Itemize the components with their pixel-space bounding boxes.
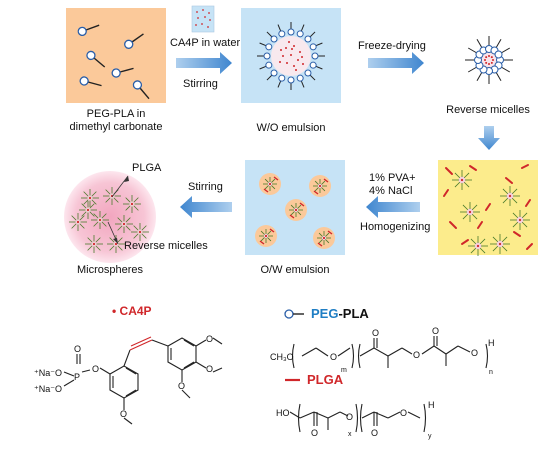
peg-pla-solution-box: [66, 8, 166, 103]
arrow-stirring: [176, 52, 232, 74]
svg-text:O: O: [311, 428, 318, 438]
svg-text:O: O: [206, 364, 213, 374]
homogenizing-label: Homogenizing: [360, 221, 431, 233]
arrow-stirring-2: [180, 196, 232, 218]
svg-text:O: O: [371, 428, 378, 438]
svg-text:O: O: [330, 352, 337, 362]
ca4p-legend: • CA4P: [112, 304, 152, 318]
svg-text:O: O: [178, 381, 185, 391]
svg-text:HO: HO: [276, 408, 290, 418]
svg-text:O: O: [346, 412, 353, 422]
peg-pla-structure: [291, 336, 489, 369]
svg-text:O: O: [120, 409, 127, 419]
ca4p-water-label: CA4P in water: [170, 37, 241, 49]
svg-text:O: O: [432, 326, 439, 336]
svg-text:y: y: [428, 433, 432, 440]
ca4p-atom-labels: O O O O O P O ⁺Na⁻O ⁺Na⁻O: [34, 334, 213, 419]
arrow-homogenizing: [366, 196, 420, 218]
ow-emulsion-label: O/W emulsion: [260, 264, 330, 276]
svg-text:⁺Na⁻O: ⁺Na⁻O: [34, 384, 62, 394]
microspheres-label: Microspheres: [76, 264, 144, 276]
svg-text:O: O: [206, 334, 213, 344]
svg-text:P: P: [74, 372, 80, 382]
stirring-2-label: Stirring: [188, 181, 223, 193]
reverse-micelles-label: Reverse micelles: [446, 104, 530, 116]
stirring-label: Stirring: [183, 78, 218, 90]
peg-pla-legend-icon: [284, 309, 294, 319]
svg-text:O: O: [372, 328, 379, 338]
svg-text:O: O: [400, 408, 407, 418]
peg-pla-legend: PEG-PLA: [311, 306, 369, 321]
freeze-drying-label: Freeze-drying: [358, 40, 426, 52]
plga-structure: [289, 403, 427, 433]
pva-label: 1% PVA+ 4% NaCl: [369, 172, 416, 197]
wo-micelle: [257, 22, 325, 90]
ca4p-structure: [63, 336, 223, 425]
wo-emulsion-label: W/O emulsion: [256, 122, 326, 134]
plga-legend: PLGA: [307, 372, 344, 387]
plga-fragments: [443, 164, 533, 250]
svg-text:O: O: [74, 344, 81, 354]
arrow-freeze-drying: [368, 52, 424, 74]
plga-atom-labels: HO O O x O O H y: [276, 400, 435, 440]
plga-callout-label: PLGA: [132, 162, 162, 174]
svg-text:O: O: [413, 350, 420, 360]
peg-pla-atom-labels: CH₃O O m O O O O H n: [270, 326, 495, 376]
svg-text:CH₃O: CH₃O: [270, 352, 294, 362]
svg-text:O: O: [471, 348, 478, 358]
svg-text:⁺Na⁻O: ⁺Na⁻O: [34, 368, 62, 378]
peg-pla-label: PEG-PLA in dimethyl carbonate: [69, 108, 163, 133]
reverse-micelle: [465, 36, 513, 84]
microsphere: [64, 171, 156, 263]
svg-text:n: n: [489, 369, 493, 376]
svg-text:H: H: [428, 400, 435, 410]
svg-text:O: O: [92, 364, 99, 374]
arrow-down: [478, 126, 500, 150]
svg-text:x: x: [348, 431, 352, 438]
svg-text:H: H: [488, 338, 495, 348]
reverse-micelles-callout-label: Reverse micelles: [124, 240, 208, 252]
svg-text:m: m: [341, 367, 347, 374]
